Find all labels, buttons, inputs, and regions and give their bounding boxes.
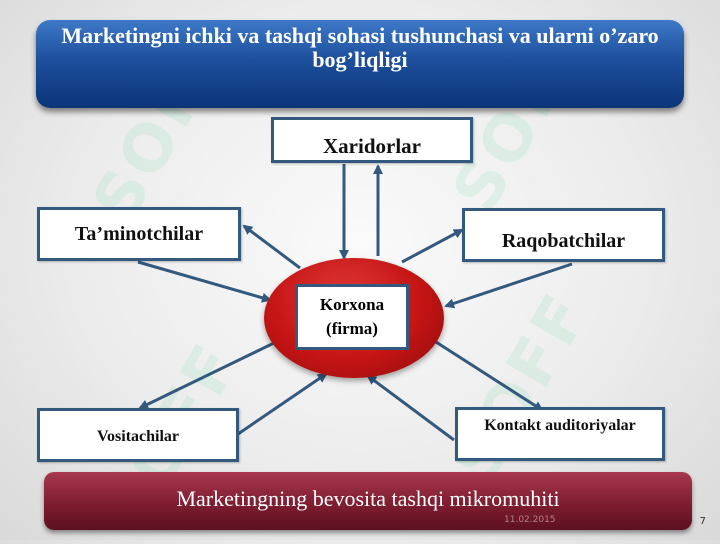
footer-title: Marketingning bevosita tashqi mikromuhit…: [176, 486, 560, 511]
arrow-firm-to-suppliers: [242, 224, 301, 270]
node-firm-line1: Korxona: [319, 295, 385, 314]
arrow-competitors-to-firm: [444, 262, 573, 309]
node-buyers: Xaridorlar: [271, 117, 473, 163]
arrow-firm-to-competitors: [401, 228, 464, 264]
arrow-contacts-to-firm: [366, 374, 455, 442]
node-contact-audiences-label: Kontakt auditoriyalar: [484, 417, 636, 434]
arrow-firm-to-contacts: [435, 340, 544, 412]
node-intermediaries-label: Vositachilar: [96, 428, 180, 445]
slide-title: Marketingni ichki va tashqi sohasi tushu…: [61, 23, 659, 72]
node-contact-audiences: Kontakt auditoriyalar: [455, 407, 665, 461]
node-firm-line2: (firma): [326, 319, 378, 338]
footer-date: 11.02.2015: [504, 515, 556, 525]
node-competitors-label: Raqobatchilar: [501, 229, 626, 252]
page-number: 7: [699, 516, 706, 527]
slide-title-bar: Marketingni ichki va tashqi sohasi tushu…: [36, 20, 684, 108]
node-firm: Korxona (firma): [295, 284, 409, 350]
arrow-suppliers-to-firm: [137, 260, 272, 303]
arrow-firm-to-intermediaries: [138, 340, 277, 410]
arrow-intermediaries-to-firm: [237, 372, 328, 436]
node-suppliers-label: Ta’minotchilar: [74, 222, 204, 245]
node-intermediaries: Vositachilar: [37, 408, 239, 462]
node-competitors: Raqobatchilar: [462, 208, 665, 262]
node-buyers-label: Xaridorlar: [323, 133, 421, 158]
footer-title-bar: Marketingning bevosita tashqi mikromuhit…: [44, 472, 692, 530]
node-suppliers: Ta’minotchilar: [37, 207, 241, 261]
